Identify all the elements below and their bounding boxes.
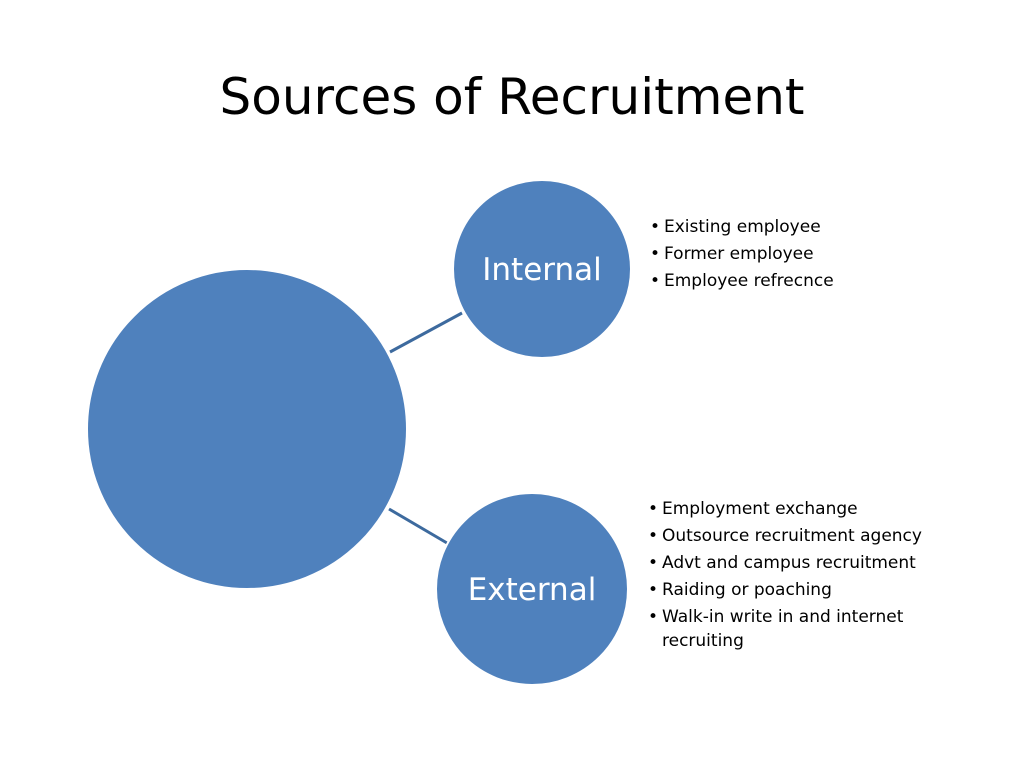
- list-item: Raiding or poaching: [648, 578, 948, 602]
- slide-title: Sources of Recruitment: [219, 68, 805, 126]
- internal-circle-label: Internal: [482, 252, 601, 288]
- list-item: Existing employee: [650, 215, 910, 239]
- list-item: Advt and campus recruitment: [648, 551, 948, 575]
- list-item: Employment exchange: [648, 497, 948, 521]
- list-item: Outsource recruitment agency: [648, 524, 948, 548]
- external-circle: [435, 492, 629, 686]
- internal-sources-list: Existing employee Former employee Employ…: [650, 215, 910, 296]
- external-circle-label: External: [468, 572, 597, 608]
- internal-circle: [452, 179, 632, 359]
- list-item: Walk-in write in and internet recruiting: [648, 605, 948, 653]
- list-item: Former employee: [650, 242, 910, 266]
- connector-internal: [389, 311, 463, 354]
- connector-external: [388, 507, 448, 545]
- center-circle: [86, 268, 408, 590]
- list-item: Employee refrecnce: [650, 269, 910, 293]
- external-sources-list: Employment exchange Outsource recruitmen…: [648, 497, 948, 656]
